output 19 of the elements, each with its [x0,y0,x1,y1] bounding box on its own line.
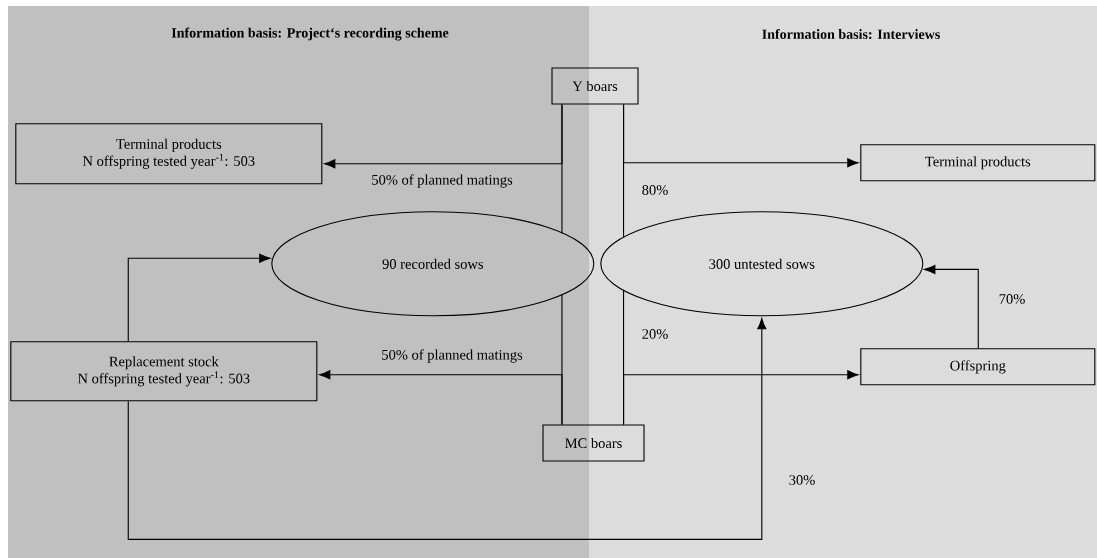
arrow [324,104,563,169]
box-label: Y boars [551,67,639,105]
edge-label: 50% of planned matings [372,174,513,188]
edge-label: 80% [642,185,668,195]
edge-label: 70% [999,294,1025,304]
arrow [924,264,979,349]
process-box: Replacement stock N offspring tested year$^{-1}$: 503 [10,341,318,402]
edge-label: 50% of planned matings [382,349,523,363]
arrow [623,370,859,425]
arrow [127,253,271,342]
box-label: MC boars [542,424,645,462]
arrow [127,318,767,540]
edge-label: 30% [789,475,815,485]
arrow [623,104,859,168]
edge-label: 20% [642,329,668,339]
process-box: Terminal products N offspring tested year$^{-1}$: 503 [15,123,323,185]
process-box: Offspring [860,348,1096,386]
process-box: Terminal products [860,144,1096,182]
arrow [319,370,563,425]
